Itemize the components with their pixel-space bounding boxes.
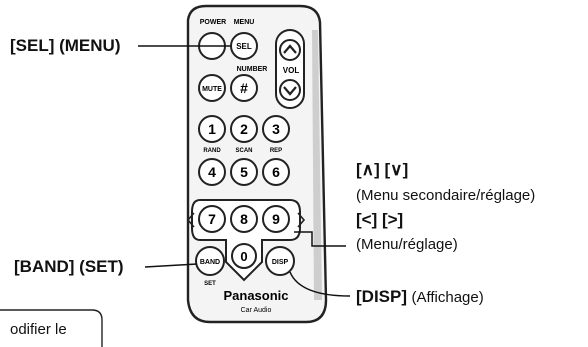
callout-disp-key: [DISP] <box>356 287 407 306</box>
partial-box-text: odifier le <box>10 321 67 338</box>
key-3 <box>262 115 290 143</box>
vol-down-button <box>279 79 301 101</box>
key-6 <box>262 158 290 186</box>
callout-band-set: [BAND] (SET) <box>14 257 124 276</box>
band-button <box>195 246 225 276</box>
vol-label: VOL <box>283 66 300 75</box>
key-3-label: 3 <box>272 121 280 137</box>
set-label: SET <box>204 281 216 287</box>
menu-label: MENU <box>234 19 255 26</box>
key-8 <box>230 205 258 233</box>
callout-disp: [DISP] (Affichage) <box>356 288 484 306</box>
key-1 <box>198 115 226 143</box>
key-4 <box>198 158 226 186</box>
key-8-label: 8 <box>240 211 248 227</box>
callout-disp-desc: (Affichage) <box>411 289 484 306</box>
band-button-label: BAND <box>200 259 220 266</box>
rand-label: RAND <box>203 148 221 154</box>
key-2 <box>230 115 258 143</box>
mute-button <box>198 74 226 102</box>
hash-button <box>230 74 258 102</box>
key-0 <box>231 243 257 269</box>
key-1-label: 1 <box>208 121 216 137</box>
callout-arrows-up-down-desc: (Menu secondaire/réglage) <box>356 187 536 204</box>
key-7-label: 7 <box>208 211 216 227</box>
key-5 <box>230 158 258 186</box>
remote-shade <box>312 30 322 300</box>
callout-sel-menu: [SEL] (MENU) <box>10 36 121 55</box>
brand-logo: Panasonic <box>223 288 288 303</box>
key-9 <box>262 205 290 233</box>
power-label: POWER <box>200 19 226 26</box>
key-6-label: 6 <box>272 164 280 180</box>
key-2-label: 2 <box>240 121 248 137</box>
rep-label: REP <box>270 148 282 154</box>
callout-arrows-left-right-desc: (Menu/réglage) <box>356 236 458 253</box>
key-9-label: 9 <box>272 211 280 227</box>
key-5-label: 5 <box>240 164 248 180</box>
callout-arrows-left-right: [<] [>] <box>356 210 404 229</box>
disp-button <box>265 246 295 276</box>
disp-button-label: DISP <box>272 259 289 266</box>
key-4-label: 4 <box>208 164 216 180</box>
callout-arrows-up-down: [∧] [∨] <box>356 160 409 179</box>
key-0-label: 0 <box>240 249 247 264</box>
sub-brand: Car Audio <box>241 307 272 314</box>
sel-button-label: SEL <box>236 42 252 51</box>
hash-button-label: # <box>240 80 248 96</box>
mute-button-label: MUTE <box>202 86 222 93</box>
number-label: NUMBER <box>237 66 268 73</box>
key-7 <box>198 205 226 233</box>
scan-label: SCAN <box>235 148 252 154</box>
vol-up-button <box>279 39 301 61</box>
partial-box <box>0 309 103 347</box>
